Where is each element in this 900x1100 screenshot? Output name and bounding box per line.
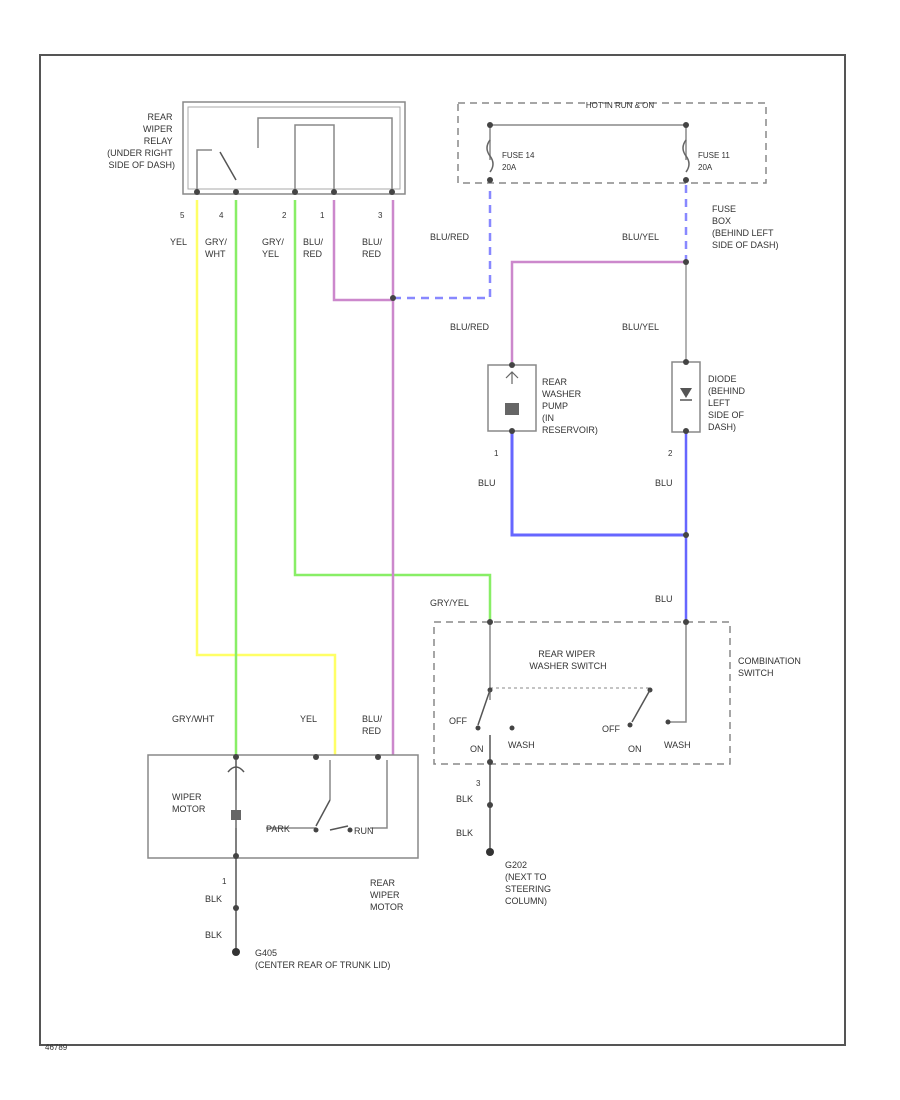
label-fuse11-out: BLU/YEL	[622, 232, 659, 242]
relay-pin-1: 1	[320, 211, 325, 220]
fuse-14-symbol	[486, 139, 494, 173]
label-switch-blk-1: BLK	[456, 794, 473, 804]
diode-pin: 2	[668, 449, 673, 458]
label-motor-gry-wht: GRY/WHT	[172, 714, 215, 724]
label-motor-blk-2: BLK	[205, 930, 222, 940]
label-relay-yel: YEL	[170, 237, 187, 247]
fuse-11-label: FUSE 11 20A	[698, 151, 732, 172]
label-relay-gry-wht: GRY/ WHT	[205, 237, 229, 259]
fuse-14-label: FUSE 14 20A	[502, 151, 537, 172]
label-motor-blk-1: BLK	[205, 894, 222, 904]
label-relay-blu-red-3: BLU/ RED	[362, 237, 385, 259]
motor-park-label: PARK	[266, 824, 290, 834]
wire-blu-red-1	[332, 200, 393, 302]
wire-yel	[195, 200, 337, 755]
ground-g405-symbol	[232, 948, 240, 956]
splice-blu	[683, 532, 689, 538]
switch-right-wash: WASH	[664, 740, 691, 750]
label-relay-blu-red-1: BLU/ RED	[303, 237, 326, 259]
relay-pin-5: 5	[180, 211, 185, 220]
wires	[195, 124, 688, 950]
wire-blu-red-pump	[510, 260, 686, 362]
pump-symbol	[505, 371, 519, 384]
fuse-bus	[489, 124, 687, 160]
switch-location-label: COMBINATION SWITCH	[738, 656, 803, 678]
label-diode-out: BLU	[655, 478, 673, 488]
fuse-11-symbol	[682, 139, 690, 173]
splice-blu-yel	[683, 259, 689, 265]
washer-pump-pin: 1	[494, 449, 499, 458]
switch-title: REAR WIPER WASHER SWITCH	[529, 649, 606, 671]
combination-switch: REAR WIPER WASHER SWITCH OFF ON WASH OFF…	[433, 619, 803, 788]
ground-g202-symbol	[486, 848, 494, 856]
switch-left-on: ON	[470, 744, 484, 754]
label-switch-in-right: BLU	[655, 594, 673, 604]
switch-pin: 3	[476, 779, 481, 788]
relay-pin-4: 4	[219, 211, 224, 220]
diagram-frame	[39, 54, 846, 1046]
wire-blu-pump	[510, 432, 686, 537]
label-diode-in: BLU/YEL	[622, 322, 659, 332]
splice-blu-red	[390, 295, 396, 301]
switch-right-off: OFF	[602, 724, 620, 734]
switch-left-blade	[477, 689, 491, 726]
rear-wiper-motor: WIPER MOTOR PARK RUN	[147, 754, 419, 859]
diode: DIODE (BEHIND LEFT SIDE OF DASH) 2	[668, 359, 748, 458]
footer-code: 46789	[45, 1043, 68, 1052]
relay-pin-2: 2	[282, 211, 287, 220]
switch-right-on: ON	[628, 744, 642, 754]
motor-ground-connector	[233, 905, 239, 911]
label-pump-in: BLU/RED	[450, 322, 490, 332]
label-motor-blu-red: BLU/ RED	[362, 714, 385, 736]
ground-g405-label: G405 (CENTER REAR OF TRUNK LID)	[255, 948, 390, 970]
label-switch-in-left: GRY/YEL	[430, 598, 469, 608]
rear-washer-pump: REAR WASHER PUMP (IN RESERVOIR) 1	[487, 362, 598, 458]
motor-park-blade	[315, 799, 331, 827]
rear-wiper-relay: REAR WIPER RELAY (UNDER RIGHT SIDE OF DA…	[107, 101, 406, 220]
washer-pump-label: REAR WASHER PUMP (IN RESERVOIR)	[542, 377, 598, 435]
label-motor-yel: YEL	[300, 714, 317, 724]
ground-g202-label: G202 (NEXT TO STEERING COLUMN)	[505, 860, 554, 906]
label-relay-gry-yel: GRY/ YEL	[262, 237, 286, 259]
switch-left-wash: WASH	[508, 740, 535, 750]
motor-arc-symbol	[227, 766, 245, 773]
label-pump-out: BLU	[478, 478, 496, 488]
switch-ground-connector	[487, 802, 493, 808]
switch-right-wire	[670, 620, 687, 723]
relay-pin-3: 3	[378, 211, 383, 220]
fuse-box: HOT IN RUN & ON FUSE 14 20A FUSE 11 20A …	[457, 101, 779, 250]
motor-internal-3	[370, 760, 388, 829]
diode-label: DIODE (BEHIND LEFT SIDE OF DASH)	[708, 374, 748, 432]
fuse-box-title: HOT IN RUN & ON	[586, 101, 655, 110]
motor-inner-label: WIPER MOTOR	[172, 792, 206, 814]
motor-outer-label: REAR WIPER MOTOR	[370, 878, 404, 912]
wire-blu-red-dashed	[393, 185, 492, 300]
fuse-box-location-label: FUSE BOX (BEHIND LEFT SIDE OF DASH)	[712, 204, 779, 250]
motor-pin: 1	[222, 877, 227, 886]
motor-run-label: RUN	[354, 826, 374, 836]
label-fuse14-out: BLU/RED	[430, 232, 470, 242]
label-switch-blk-2: BLK	[456, 828, 473, 838]
switch-right-blade	[631, 689, 651, 723]
relay-label: REAR WIPER RELAY (UNDER RIGHT SIDE OF DA…	[107, 112, 175, 170]
diode-symbol	[680, 388, 692, 398]
motor-symbol	[231, 810, 241, 820]
switch-left-off: OFF	[449, 716, 467, 726]
